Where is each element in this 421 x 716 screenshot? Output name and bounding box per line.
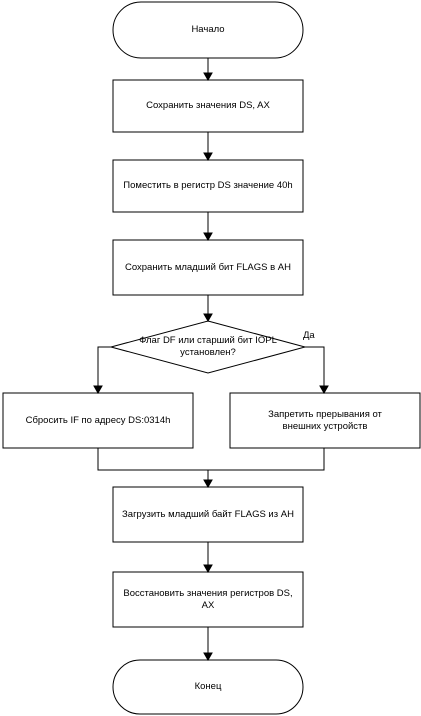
load-ds-40h-label: Поместить в регистр DS значение 40h (123, 180, 293, 191)
arrowhead-icon (203, 652, 213, 662)
disable-interrupts-process (229, 392, 421, 449)
load-flags-label: Загрузить младший байт FLAGS из AH (122, 508, 294, 520)
restore-regs-process (112, 571, 304, 628)
arrowhead-icon (203, 313, 213, 323)
save-flags-ah-label: Сохранить младший бит FLAGS в AH (124, 261, 292, 273)
save-ds-ax-label: Сохранить значения DS, AX (146, 100, 270, 111)
disable-interrupts-label: Запретить прерывания от внешних устройст… (268, 408, 382, 432)
edge-decision-to-reset-if (97, 346, 111, 387)
arrowhead-icon (319, 385, 329, 395)
arrowhead-icon (93, 385, 103, 395)
arrowhead-icon (203, 152, 213, 162)
arrowhead-icon (203, 232, 213, 242)
arrowhead-icon (203, 479, 213, 489)
restore-regs-label: Восстановить значения регистров DS, AX (123, 587, 293, 611)
save-flags-ah-process (112, 239, 304, 296)
start-label: Начало (191, 24, 225, 35)
reset-if-label: Сбросить IF по адресу DS:0314h (25, 414, 171, 426)
decision-label: Флаг DF или старший бит IOPL установлен? (139, 335, 277, 358)
edge-decision-yes-to-disable (305, 346, 325, 387)
arrowhead-icon (203, 72, 213, 82)
decision-diamond (109, 320, 307, 374)
edge-merge-branches (97, 448, 325, 471)
load-flags-process (112, 486, 304, 543)
arrowhead-icon (203, 564, 213, 574)
end-label: Конец (194, 681, 222, 692)
save-ds-ax-process (112, 79, 304, 133)
yes-edge-label: Да (302, 330, 316, 342)
